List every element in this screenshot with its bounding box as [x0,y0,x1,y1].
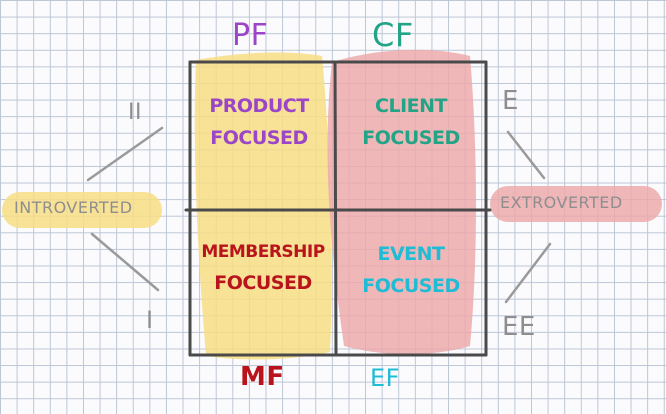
quadrant-line: PRODUCT [209,95,309,117]
quadrant-product-focused: PRODUCT FOCUSED [196,90,322,155]
yellow-highlight-introverted [2,192,162,228]
label-cf: CF [372,16,414,54]
label-extroverted: EXTROVERTED [500,193,623,212]
pink-highlight-extroverted [490,186,662,222]
label-ef: EF [370,364,400,392]
label-i: I [146,306,154,334]
quadrant-line: MEMBERSHIP [201,242,325,262]
quadrant-line: FOCUSED [362,275,460,298]
quadrant-client-focused: CLIENT FOCUSED [342,90,480,155]
label-pf: PF [232,18,269,53]
label-introverted: INTROVERTED [14,198,133,217]
quadrant-line: EVENT [377,243,445,265]
quadrant-line: CLIENT [375,95,447,117]
quadrant-line: FOCUSED [362,127,460,150]
label-e: E [502,86,519,116]
yellow-highlight-column [194,52,332,360]
pink-highlight-column [327,49,476,355]
quadrant-event-focused: EVENT FOCUSED [342,238,480,303]
label-mf: MF [240,362,285,392]
matrix-frame [184,60,492,357]
quadrant-line: FOCUSED [210,127,308,150]
connector-lines [86,126,552,304]
quadrant-line: FOCUSED [214,271,312,294]
quadrant-membership-focused: MEMBERSHIP FOCUSED [196,238,330,299]
label-ee: EE [502,312,536,342]
label-ii: II [128,100,142,125]
